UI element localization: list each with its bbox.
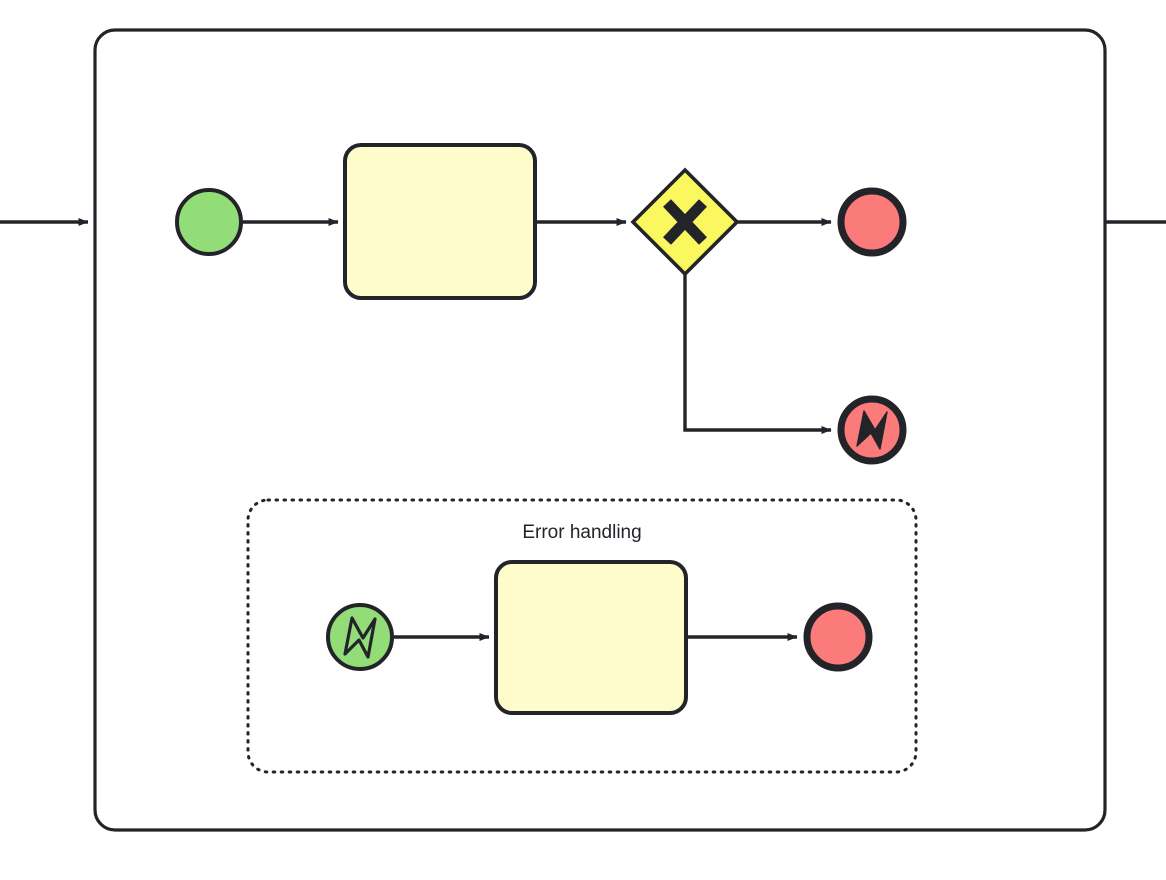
error-bolt-icon <box>343 616 377 659</box>
exclusive-gateway[interactable] <box>630 167 740 277</box>
end-event-success[interactable] <box>837 187 907 257</box>
outer-process-container[interactable] <box>93 28 1107 832</box>
error-handling-subprocess[interactable] <box>246 498 918 774</box>
gateway-x-icon <box>663 199 707 245</box>
sequence-flows <box>0 218 1166 641</box>
start-event[interactable] <box>175 188 243 256</box>
error-bolt-icon <box>856 410 888 450</box>
flow-gateway-to-error-end[interactable] <box>683 274 832 434</box>
error-handling-task[interactable] <box>494 560 688 715</box>
subprocess-label: Error handling <box>522 522 641 543</box>
error-start-event[interactable] <box>326 603 394 671</box>
main-task[interactable] <box>343 143 537 300</box>
error-subprocess-end-event[interactable] <box>803 602 873 672</box>
end-event-error[interactable] <box>837 395 907 465</box>
